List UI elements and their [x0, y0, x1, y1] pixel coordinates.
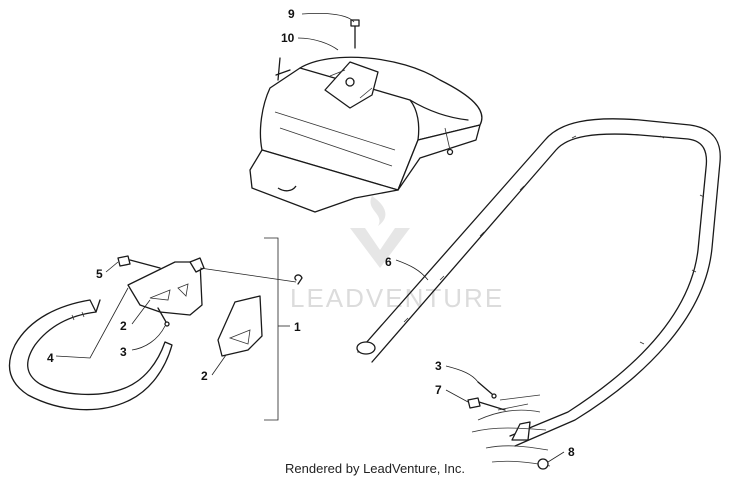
callout-8: 8 — [568, 445, 575, 459]
callout-10: 10 — [281, 31, 295, 45]
callout-7: 7 — [435, 383, 442, 397]
handle-mount-detail — [471, 394, 551, 467]
bumper-part-4[interactable] — [8, 299, 173, 411]
leader-lines — [55, 13, 565, 463]
callout-3b: 3 — [435, 359, 442, 373]
callout-2b: 2 — [201, 369, 208, 383]
bolt-part-5[interactable] — [117, 255, 161, 269]
callout-3a: 3 — [120, 345, 127, 359]
callout-5: 5 — [96, 267, 103, 281]
callout-1: 1 — [294, 320, 301, 334]
callout-6: 6 — [385, 255, 392, 269]
pin-part-3a[interactable] — [157, 307, 170, 327]
handle-part-6[interactable] — [356, 118, 721, 447]
callout-labels: 9 10 5 2 3 4 2 1 6 3 7 8 — [47, 7, 575, 459]
bracket-part-2a[interactable] — [127, 257, 205, 316]
callout-2a: 2 — [120, 319, 127, 333]
callout-4: 4 — [47, 351, 54, 365]
clip-detail — [294, 274, 303, 285]
bracket-part-2b[interactable] — [217, 295, 263, 357]
bolt-part-7[interactable] — [467, 397, 506, 411]
leadventure-watermark: LEADVENTURE — [290, 196, 502, 313]
assembly-bracket-part-1 — [264, 237, 279, 421]
callout-9: 9 — [288, 7, 295, 21]
grass-bag-part-10[interactable] — [249, 56, 483, 213]
screw-part-9[interactable] — [350, 19, 360, 49]
nut-part-8[interactable] — [537, 458, 549, 470]
pin-part-3b[interactable] — [477, 381, 497, 399]
footer-credit: Rendered by LeadVenture, Inc. — [285, 461, 465, 476]
